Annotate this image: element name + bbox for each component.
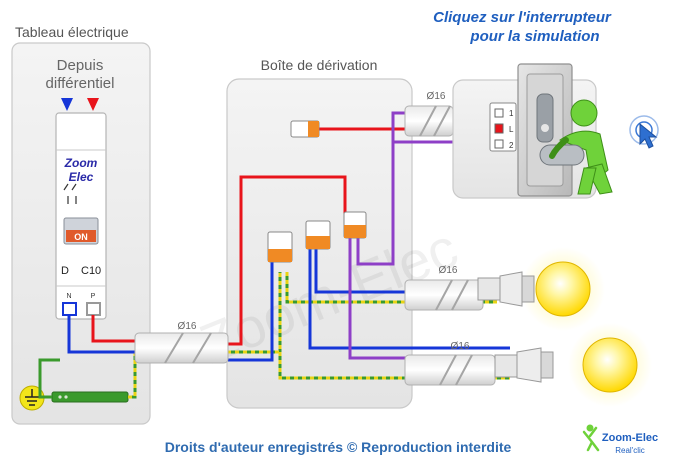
logo-line2: Real'clic xyxy=(615,446,645,455)
conduit-lamp1 xyxy=(404,279,484,311)
copyright-notice: Droits d'auteur enregistrés © Reproducti… xyxy=(165,439,512,455)
source-label-line1: Depuis xyxy=(57,57,104,74)
circuit-breaker xyxy=(55,112,107,320)
breaker-rating: C10 xyxy=(81,265,101,277)
conduit-lamp2 xyxy=(404,354,496,386)
neutral-arrow-icon xyxy=(61,98,73,111)
connector-right xyxy=(343,211,367,239)
breaker-curve: D xyxy=(61,265,69,277)
connector-left xyxy=(267,231,293,263)
simulation-instruction-line1: Cliquez sur l'interrupteur xyxy=(433,9,612,26)
switch-terminal-block xyxy=(489,102,517,152)
zoom-elec-logo xyxy=(582,424,600,452)
conduit-switch-label: Ø16 xyxy=(427,91,446,102)
connector-middle xyxy=(305,220,331,250)
green-figure-illustration xyxy=(539,99,613,195)
lamp-1 xyxy=(477,247,605,331)
logo-line1: Zoom-Elec xyxy=(602,432,658,444)
earth-bar xyxy=(51,391,129,403)
terminal-n-label: N xyxy=(66,293,71,300)
click-hand-icon xyxy=(629,115,659,149)
phase-arrow-icon xyxy=(87,98,99,111)
switch-terminal-1: 1 xyxy=(509,109,514,118)
light-switch[interactable] xyxy=(517,63,573,197)
panel-title: Tableau électrique xyxy=(15,24,129,40)
conduit-main-label: Ø16 xyxy=(178,321,197,332)
source-label-line2: différentiel xyxy=(46,75,115,92)
switch-terminal-2: 2 xyxy=(509,141,514,150)
connector-top xyxy=(290,120,320,138)
conduit-switch xyxy=(404,105,454,137)
junction-box-title: Boîte de dérivation xyxy=(261,57,378,73)
terminal-p-label: P xyxy=(91,293,96,300)
earth-ground-icon xyxy=(19,385,45,411)
breaker-brand-line2: Elec xyxy=(69,170,94,184)
lamp-2 xyxy=(494,323,652,407)
switch-terminal-l: L xyxy=(509,125,514,134)
breaker-state: ON xyxy=(74,232,88,242)
breaker-brand-line1: Zoom xyxy=(64,156,98,170)
conduit-lamp2-label: Ø16 xyxy=(451,341,470,352)
conduit-main xyxy=(134,332,229,364)
simulation-instruction-line2: pour la simulation xyxy=(469,28,599,45)
conduit-lamp1-label: Ø16 xyxy=(439,265,458,276)
